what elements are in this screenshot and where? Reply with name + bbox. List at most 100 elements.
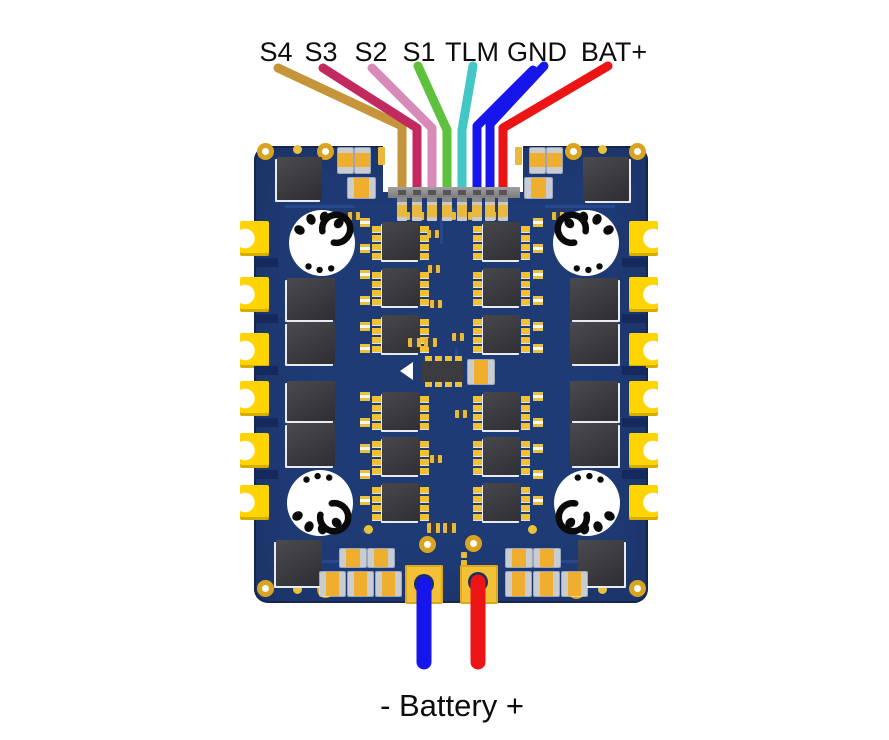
ic-pin [521, 441, 530, 447]
ic-pin [372, 505, 381, 511]
connector-slot [499, 190, 507, 195]
connector-pin [427, 197, 437, 221]
silkscreen-arrow [400, 362, 413, 380]
ic-pin [473, 414, 482, 420]
via-dot [598, 585, 607, 594]
ic-pin [372, 272, 381, 278]
ic-pin [372, 450, 381, 456]
driver-ic [382, 268, 419, 306]
ic-pin [473, 319, 482, 325]
ic-pin [473, 346, 482, 352]
ic-pin [521, 244, 530, 250]
smd-capacitor [348, 178, 375, 198]
ic-pin [420, 272, 429, 278]
smd-pad-pair [533, 418, 543, 427]
ic-pin [372, 514, 381, 520]
via-dot [528, 525, 537, 534]
ic-pin [420, 414, 429, 420]
smd-resistor [430, 300, 442, 308]
solder-tab-left [240, 221, 269, 256]
connector-cutout [383, 146, 523, 192]
solder-tab-right [629, 277, 658, 312]
ic-pin [473, 396, 482, 402]
ic-pin [420, 468, 429, 474]
pcb-trace [545, 205, 615, 208]
connector-pin [457, 197, 467, 221]
driver-ic [382, 437, 419, 475]
ic-pin [473, 226, 482, 232]
edge-trace [622, 314, 646, 323]
smd-pad-pair [533, 344, 543, 353]
ic-pin [420, 487, 429, 493]
mount-hole [257, 580, 274, 597]
pin-label-s2: S2 [354, 37, 388, 67]
pcb-via [450, 208, 455, 213]
smd-pad-pair [360, 218, 370, 227]
battery-label: - Battery + [380, 688, 524, 723]
battery-wire-hole-negative [414, 574, 434, 594]
ic-pin [455, 356, 462, 361]
pin-label-gnd: GND [507, 37, 567, 67]
ic-pin [473, 487, 482, 493]
ic-pin [372, 235, 381, 241]
smd-capacitor [340, 549, 366, 567]
smd-capacitor [506, 549, 532, 567]
ic-pin [521, 396, 530, 402]
smd-resistor [427, 230, 439, 238]
mount-hole [257, 143, 274, 160]
gold-pad [515, 147, 522, 165]
connector-pin [472, 197, 482, 221]
smd-resistor [452, 333, 464, 341]
mosfet-chip [276, 540, 322, 586]
edge-trace [622, 470, 646, 479]
ic-pin [521, 505, 530, 511]
center-ic [421, 361, 463, 382]
mosfet-chip [570, 322, 618, 364]
ic-pin [372, 253, 381, 259]
solder-tab-right [629, 381, 658, 416]
edge-trace [254, 470, 278, 479]
smd-pad-pair [360, 344, 370, 353]
connector-slot [486, 190, 494, 195]
mosfet-chip [287, 278, 335, 320]
ic-pin [420, 514, 429, 520]
via-dot [293, 145, 302, 154]
ic-pin [473, 423, 482, 429]
ic-pin [473, 459, 482, 465]
ic-pin [473, 253, 482, 259]
ic-pin [372, 226, 381, 232]
mount-hole [629, 143, 646, 160]
connector-pin [485, 197, 495, 221]
driver-ic [483, 437, 520, 475]
ic-pin [473, 505, 482, 511]
pin-label-s1: S1 [402, 37, 436, 67]
smd-capacitor [525, 178, 552, 198]
ic-pin [372, 487, 381, 493]
mosfet-chip [583, 157, 629, 201]
smd-pad-pair [533, 218, 543, 227]
ic-pin [420, 235, 429, 241]
smd-resistor [424, 338, 437, 347]
driver-ic [382, 315, 419, 353]
ic-pin [521, 290, 530, 296]
ic-pin [521, 235, 530, 241]
ic-pin [473, 235, 482, 241]
ic-pin [521, 414, 530, 420]
smd-pad-pair [360, 392, 370, 401]
ic-pin [420, 505, 429, 511]
smd-pad-pair [360, 244, 370, 253]
ic-pin [420, 299, 429, 305]
via-dot [598, 145, 607, 154]
solder-tab-left [240, 277, 269, 312]
smd-pad-pair [533, 322, 543, 331]
smd-capacitor [320, 572, 345, 596]
solder-tab-left [240, 485, 269, 520]
smd-pad-pair [360, 296, 370, 305]
ic-pin [372, 281, 381, 287]
mosfet-chip [287, 381, 335, 421]
ic-pin [372, 496, 381, 502]
smd-pad-pair [533, 296, 543, 305]
ic-pin [420, 441, 429, 447]
ic-pin [445, 356, 452, 361]
ic-pin [425, 356, 432, 361]
